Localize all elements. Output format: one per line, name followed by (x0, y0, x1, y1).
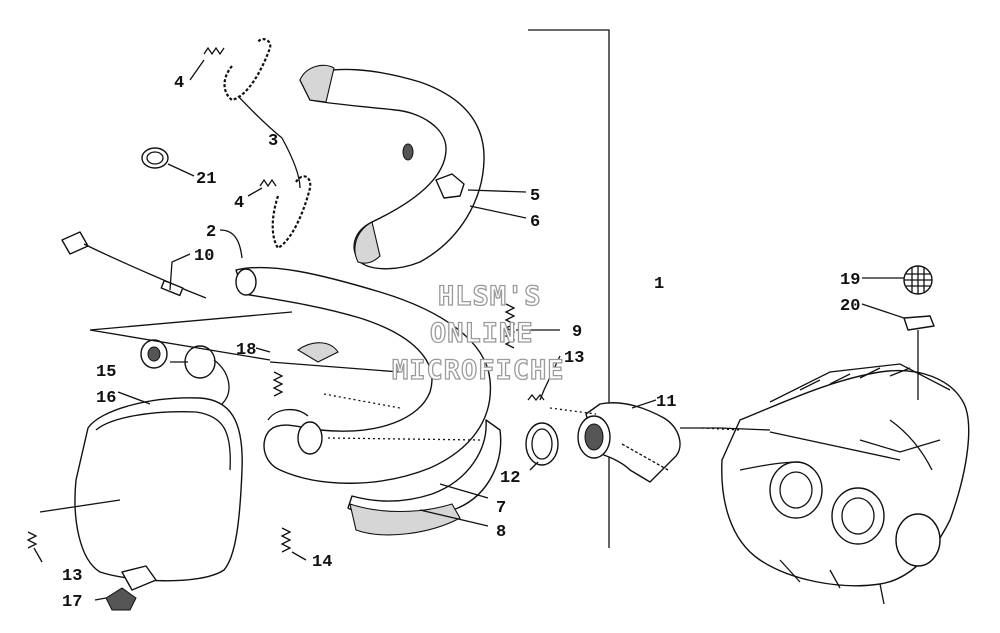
chain-straps (223, 38, 312, 250)
callout-11: 11 (656, 393, 676, 412)
callout-18: 18 (236, 341, 256, 360)
callout-20: 20 (840, 297, 860, 316)
watermark-line-1: HLSM'S (438, 281, 542, 312)
shield-plate (435, 173, 465, 199)
callout-13-left: 13 (62, 567, 82, 586)
callout-16: 16 (96, 389, 116, 408)
engine-block (721, 363, 970, 605)
heat-shield-upper (299, 64, 485, 270)
assembly-bracket (528, 29, 610, 548)
leader-lines (33, 59, 905, 601)
callout-5: 5 (530, 187, 540, 206)
seal-ring (525, 422, 559, 466)
callout-2: 2 (206, 223, 216, 242)
callout-4-middle: 4 (234, 194, 244, 213)
muffler (74, 345, 243, 582)
callout-10: 10 (194, 247, 214, 266)
callout-19: 19 (840, 271, 860, 290)
watermark-line-2: ONLINE (430, 318, 534, 349)
sensor-bracket (105, 565, 157, 611)
callout-9: 9 (572, 323, 582, 342)
watermark-line-3: MICROFICHE (392, 355, 565, 386)
callout-4-top: 4 (174, 74, 184, 93)
callout-13-right: 13 (564, 349, 584, 368)
callout-21: 21 (196, 170, 216, 189)
callout-8: 8 (496, 523, 506, 542)
callout-12: 12 (500, 469, 520, 488)
callout-1: 1 (654, 275, 664, 294)
gasket (140, 339, 168, 369)
exhaust-manifold (577, 402, 681, 483)
springs-upper (203, 46, 277, 188)
exhaust-pipe (235, 266, 492, 484)
callout-17: 17 (62, 593, 82, 612)
callout-7: 7 (496, 499, 506, 518)
callout-3: 3 (268, 132, 278, 151)
oil-cap (903, 265, 935, 400)
heat-shield-lower (347, 419, 502, 536)
callout-14: 14 (312, 553, 332, 572)
watermark: HLSM'S ONLINE MICROFICHE (391, 280, 565, 386)
clamp-ring (141, 147, 169, 169)
callout-15: 15 (96, 363, 116, 382)
callouts: 1 2 3 4 4 5 6 7 8 9 10 11 12 13 13 14 15… (62, 74, 860, 612)
temperature-cable (61, 231, 207, 299)
callout-6: 6 (530, 213, 540, 232)
